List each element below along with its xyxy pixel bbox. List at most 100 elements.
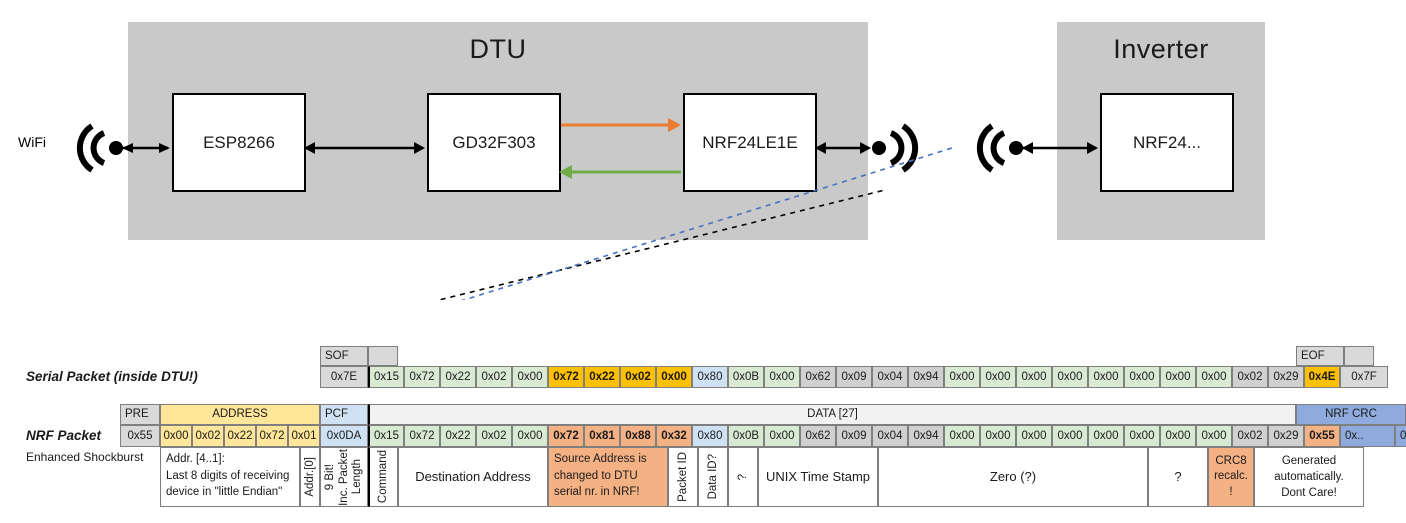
desc-pcf-b: Inc. Packet [337, 448, 350, 506]
nrf-data-byte-24: 0x02 [1232, 425, 1268, 447]
nrf-data-byte-0: 0x15 [368, 425, 404, 447]
desc-data-id: Data ID? [698, 447, 728, 507]
serial-sof-value: 0x7E [320, 366, 368, 388]
serial-byte-1: 0x72 [404, 366, 440, 388]
serial-byte-22: 0x00 [1160, 366, 1196, 388]
desc-crc8: CRC8 recalc. ! [1208, 447, 1254, 507]
nrf-crc-byte-0: 0x.. [1340, 425, 1395, 447]
nrf-pcf-value: 0x0DA [320, 425, 368, 447]
serial-byte-10: 0x0B [728, 366, 764, 388]
serial-byte-6: 0x22 [584, 366, 620, 388]
nrf-data-byte-10: 0x0B [728, 425, 764, 447]
desc-source-text: Source Address is changed to DTU serial … [554, 453, 647, 499]
desc-zero-text: Zero (?) [989, 468, 1037, 484]
desc-address-text: Addr. [4..1]: Last 8 digits of receiving… [166, 453, 290, 499]
nrf-data-byte-4: 0x00 [512, 425, 548, 447]
desc-command-text: Command [377, 450, 390, 504]
nrf-data-byte-13: 0x09 [836, 425, 872, 447]
desc-packet-id-text: Packet ID [676, 452, 689, 502]
nrf-address-byte-0: 0x00 [160, 425, 192, 447]
nrf-data-byte-26: 0x55 [1304, 425, 1340, 447]
nrf-address-byte-2: 0x22 [224, 425, 256, 447]
desc-question: ? [1148, 447, 1208, 507]
desc-pcf: 9 Bit! Inc. Packet Length [320, 447, 368, 507]
desc-nrf-crc-c: Dont Care! [1281, 487, 1337, 500]
desc-crc8-b: recalc. [1214, 470, 1248, 483]
nrf-data-byte-1: 0x72 [404, 425, 440, 447]
chip-gd32f303: GD32F303 [427, 93, 561, 192]
nrf-data-byte-19: 0x00 [1052, 425, 1088, 447]
nrf-header-pre: PRE [120, 404, 160, 425]
serial-byte-24: 0x02 [1232, 366, 1268, 388]
desc-address-block: Addr. [4..1]: Last 8 digits of receiving… [160, 447, 300, 507]
serial-byte-2: 0x22 [440, 366, 476, 388]
eof-header-blank [1344, 346, 1374, 366]
serial-byte-12: 0x62 [800, 366, 836, 388]
desc-nrf-crc-b: automatically. [1274, 470, 1344, 483]
desc-question-text: ? [1174, 468, 1182, 484]
chip-nrf24: NRF24... [1100, 93, 1234, 192]
serial-packet-label: Serial Packet (inside DTU!) [26, 369, 198, 384]
desc-nrf-crc-a: Generated [1281, 454, 1337, 467]
antenna-inverter-icon [976, 123, 1006, 173]
nrf-crc-byte-1: 0x.. [1395, 425, 1406, 447]
nrf-data-byte-6: 0x81 [584, 425, 620, 447]
serial-byte-0: 0x15 [368, 366, 404, 388]
antenna-dtu-icon [889, 123, 919, 173]
nrf-data-byte-8: 0x32 [656, 425, 692, 447]
nrf-data-byte-14: 0x04 [872, 425, 908, 447]
desc-unix-time: UNIX Time Stamp [758, 447, 878, 507]
serial-byte-25: 0x29 [1268, 366, 1304, 388]
nrf-data-byte-7: 0x88 [620, 425, 656, 447]
nrf-data-byte-21: 0x00 [1124, 425, 1160, 447]
nrf-data-byte-11: 0x00 [764, 425, 800, 447]
serial-byte-17: 0x00 [980, 366, 1016, 388]
serial-byte-3: 0x02 [476, 366, 512, 388]
serial-byte-23: 0x00 [1196, 366, 1232, 388]
desc-destination-text: Destination Address [415, 468, 531, 484]
desc-addr0: Addr.[0] [300, 447, 320, 507]
desc-zero: Zero (?) [878, 447, 1148, 507]
serial-byte-26: 0x4E [1304, 366, 1340, 388]
wifi-label: WiFi [18, 134, 46, 150]
enhanced-shockburst-label: Enhanced Shockburst [26, 450, 144, 464]
nrf-data-byte-5: 0x72 [548, 425, 584, 447]
serial-byte-21: 0x00 [1124, 366, 1160, 388]
serial-byte-18: 0x00 [1016, 366, 1052, 388]
nrf-data-byte-22: 0x00 [1160, 425, 1196, 447]
chip-label: ESP8266 [203, 132, 275, 152]
antenna-wifi-icon [76, 123, 106, 173]
nrf-data-byte-12: 0x62 [800, 425, 836, 447]
inverter-title: Inverter [1113, 34, 1209, 64]
desc-data-id-text: Data ID? [706, 454, 719, 500]
serial-byte-16: 0x00 [944, 366, 980, 388]
nrf-description-row: Addr. [4..1]: Last 8 digits of receiving… [160, 447, 1364, 507]
nrf-data-byte-9: 0x80 [692, 425, 728, 447]
nrf-address-byte-1: 0x02 [192, 425, 224, 447]
serial-byte-11: 0x00 [764, 366, 800, 388]
nrf-header-crc: NRF CRC [1296, 404, 1406, 425]
nrf-header-row: PRE ADDRESS PCF DATA [27] NRF CRC [120, 404, 1406, 425]
nrf-header-data: DATA [27] [368, 404, 1296, 425]
serial-byte-15: 0x94 [908, 366, 944, 388]
nrf-data-byte-15: 0x94 [908, 425, 944, 447]
serial-byte-20: 0x00 [1088, 366, 1124, 388]
desc-source-address: Source Address is changed to DTU serial … [548, 447, 668, 507]
nrf-pre-value: 0x55 [120, 425, 160, 447]
desc-pcf-a: 9 Bit! [324, 463, 337, 491]
architecture-diagram: DTU Inverter ESP8266 GD32F303 NRF24LE1E … [18, 22, 1265, 300]
chip-esp8266: ESP8266 [172, 93, 306, 192]
nrf-data-byte-17: 0x00 [980, 425, 1016, 447]
nrf-address-byte-3: 0x72 [256, 425, 288, 447]
serial-byte-19: 0x00 [1052, 366, 1088, 388]
desc-nrf-crc: Generated automatically. Dont Care! [1254, 447, 1364, 507]
nrf-data-byte-20: 0x00 [1088, 425, 1124, 447]
antenna-dtu-dot [872, 141, 886, 155]
nrf-header-address: ADDRESS [160, 404, 320, 425]
nrf-data-byte-18: 0x00 [1016, 425, 1052, 447]
desc-packet-id: Packet ID [668, 447, 698, 507]
serial-eof-value: 0x7F [1340, 366, 1388, 388]
dtu-title: DTU [469, 34, 527, 64]
desc-crc8-a: CRC8 [1215, 454, 1247, 467]
serial-byte-13: 0x09 [836, 366, 872, 388]
